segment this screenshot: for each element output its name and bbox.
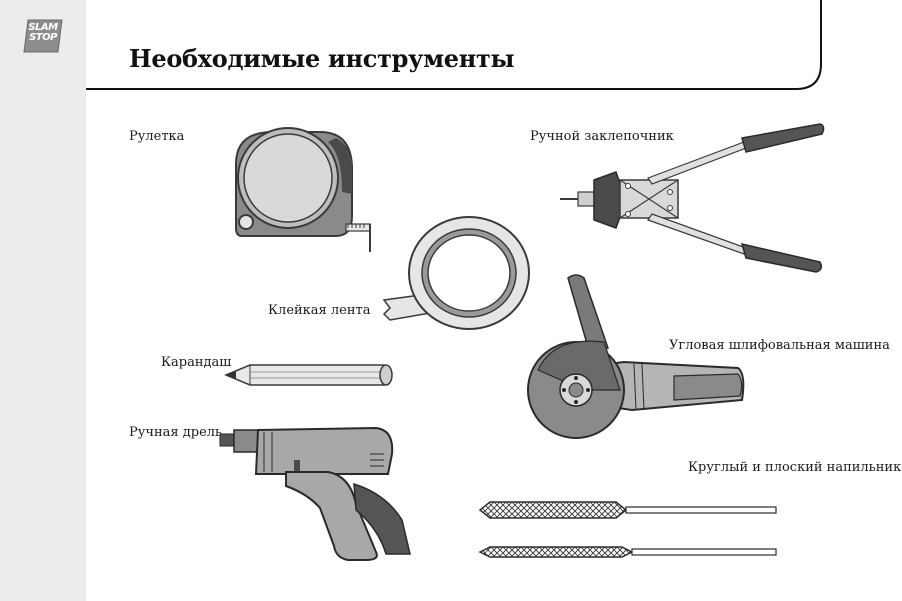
pencil-illustration <box>224 364 393 386</box>
label-tape-measure: Рулетка <box>129 129 185 144</box>
label-adhesive-tape: Клейкая лента <box>268 303 371 318</box>
label-hand-drill: Ручная дрель <box>129 425 223 440</box>
label-files: Круглый и плоский напильник <box>688 460 902 475</box>
logo-line-1: SLAM <box>28 22 58 33</box>
files-illustration <box>478 501 777 558</box>
page-title: Необходимые инструменты <box>129 44 515 73</box>
logo-badge-shape <box>23 19 63 53</box>
adhesive-tape-illustration <box>382 216 530 330</box>
hand-drill-illustration <box>219 426 411 561</box>
label-pencil: Карандаш <box>161 355 232 370</box>
label-riveter: Ручной заклепочник <box>530 129 674 144</box>
riveter-illustration <box>560 123 825 273</box>
logo-line-2: STOP <box>29 32 57 43</box>
label-angle-grinder: Угловая шлифовальная машина <box>669 338 890 353</box>
angle-grinder-illustration <box>527 274 745 439</box>
sidebar <box>0 0 86 601</box>
tape-measure-illustration <box>235 127 371 252</box>
header-frame <box>86 0 822 90</box>
slam-stop-logo: SLAM STOP <box>22 18 64 54</box>
logo-text: SLAM STOP <box>26 23 60 43</box>
